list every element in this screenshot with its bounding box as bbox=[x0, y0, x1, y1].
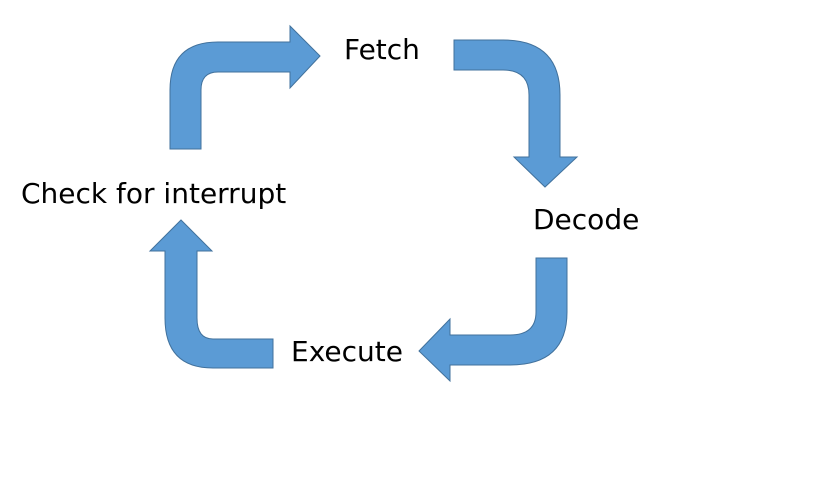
arrow-fetch-to-decode bbox=[453, 39, 579, 188]
arrow-decode-to-execute bbox=[418, 257, 568, 383]
stage-label-fetch: Fetch bbox=[344, 33, 420, 66]
stage-label-execute: Execute bbox=[291, 335, 403, 368]
stage-label-check-for-interrupt: Check for interrupt bbox=[21, 177, 287, 210]
arrow-execute-to-interrupt bbox=[148, 219, 274, 369]
arrow-interrupt-to-fetch bbox=[169, 24, 321, 150]
stage-label-decode: Decode bbox=[533, 203, 640, 236]
